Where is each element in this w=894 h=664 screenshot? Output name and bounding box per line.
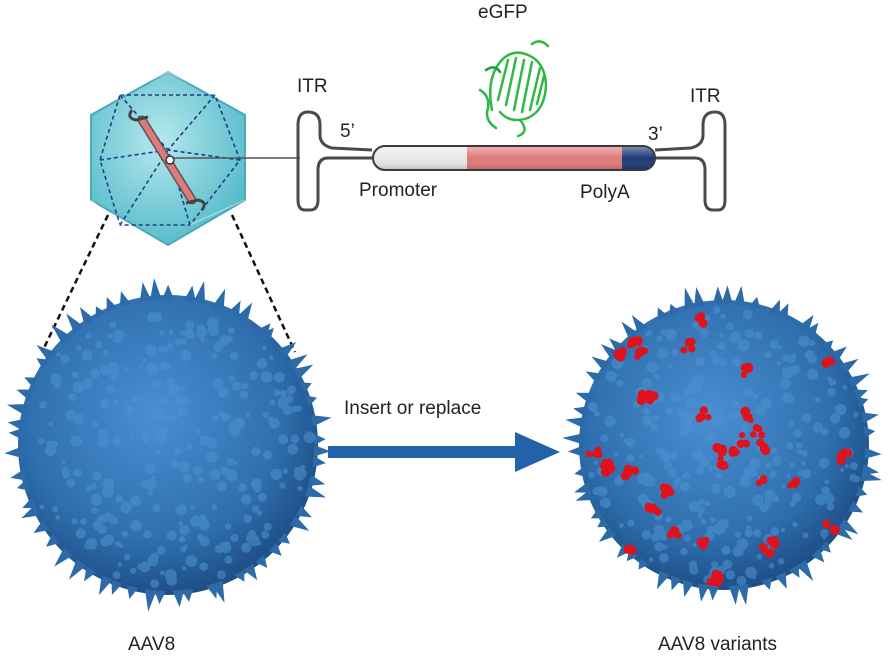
aav8-variants-label: AAV8 variants — [658, 634, 777, 655]
aav8-label: AAV8 — [128, 634, 176, 655]
itr-right-hairpin — [654, 110, 727, 212]
five-prime-label: 5’ — [340, 121, 355, 142]
aav8-variants-capsid-icon — [562, 285, 882, 606]
genome-inset-icon — [128, 109, 206, 211]
arrow-label: Insert or replace — [344, 398, 482, 419]
insertion-sites — [585, 312, 853, 588]
zoom-line-left — [40, 214, 110, 353]
itr-right-label: ITR — [690, 86, 721, 107]
transform-arrow — [328, 432, 560, 472]
itr-left-hairpin — [296, 110, 373, 212]
egfp-label: eGFP — [478, 2, 528, 23]
aav8-capsid-icon — [4, 278, 332, 612]
three-prime-label: 3’ — [648, 124, 663, 145]
itr-left-label: ITR — [297, 76, 328, 97]
polya-label: PolyA — [580, 182, 630, 203]
egfp-structure-icon — [478, 40, 550, 138]
vector-genome — [296, 110, 727, 212]
icosahedron-icon — [90, 70, 246, 247]
promoter-label: Promoter — [359, 180, 438, 201]
zoom-line-right — [230, 214, 297, 353]
